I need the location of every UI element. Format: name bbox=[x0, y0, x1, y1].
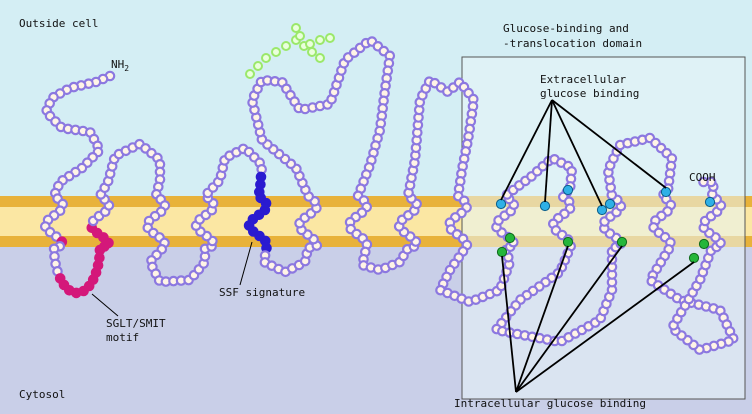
domain-title-line2: -translocation domain bbox=[503, 37, 642, 50]
glycan-residue bbox=[262, 54, 270, 62]
n-terminus-text: NH bbox=[111, 58, 124, 71]
extracellular-binding-residue bbox=[605, 199, 614, 208]
intracellular-binding-residue bbox=[505, 233, 514, 242]
glycan-residue bbox=[296, 32, 304, 40]
c-terminus-label: COOH bbox=[689, 171, 716, 184]
intracellular-binding-residue bbox=[689, 253, 698, 262]
intracellular-binding-residue bbox=[563, 237, 572, 246]
glycan-residue bbox=[308, 48, 316, 56]
glycan-residue bbox=[246, 70, 254, 78]
glycan-residue bbox=[326, 34, 334, 42]
n-terminus-subscript: 2 bbox=[124, 64, 129, 73]
sglt-motif-label-line2: motif bbox=[106, 331, 139, 344]
n-terminus-label: NH2 bbox=[111, 58, 129, 75]
glycan-residue bbox=[272, 48, 280, 56]
intracellular-binding-residue bbox=[699, 239, 708, 248]
outside-cell-label: Outside cell bbox=[19, 17, 98, 30]
extracellular-binding-residue bbox=[496, 199, 505, 208]
extracellular-binding-residue bbox=[597, 205, 606, 214]
cytosol-label: Cytosol bbox=[19, 388, 65, 401]
intracellular-binding-residue bbox=[497, 247, 506, 256]
glycan-residue bbox=[316, 54, 324, 62]
ssf-signature-label: SSF signature bbox=[219, 286, 305, 299]
intracellular-binding-label: Intracellular glucose binding bbox=[454, 397, 646, 410]
extracellular-binding-residue bbox=[540, 201, 549, 210]
domain-title-line1: Glucose-binding and bbox=[503, 22, 629, 35]
extracellular-binding-residue bbox=[563, 185, 572, 194]
extracellular-binding-label-line2: glucose binding bbox=[540, 87, 639, 100]
glycan-residue bbox=[254, 62, 262, 70]
sglt-motif-label-line1: SGLT/SMIT bbox=[106, 317, 166, 330]
extracellular-binding-residue bbox=[705, 197, 714, 206]
intracellular-binding-residue bbox=[617, 237, 626, 246]
extracellular-binding-label-line1: Extracellular bbox=[540, 73, 626, 86]
glycan-residue bbox=[282, 42, 290, 50]
extracellular-binding-residue bbox=[661, 187, 670, 196]
glycan-residue bbox=[306, 40, 314, 48]
glycan-residue bbox=[292, 24, 300, 32]
glycan-residue bbox=[316, 36, 324, 44]
